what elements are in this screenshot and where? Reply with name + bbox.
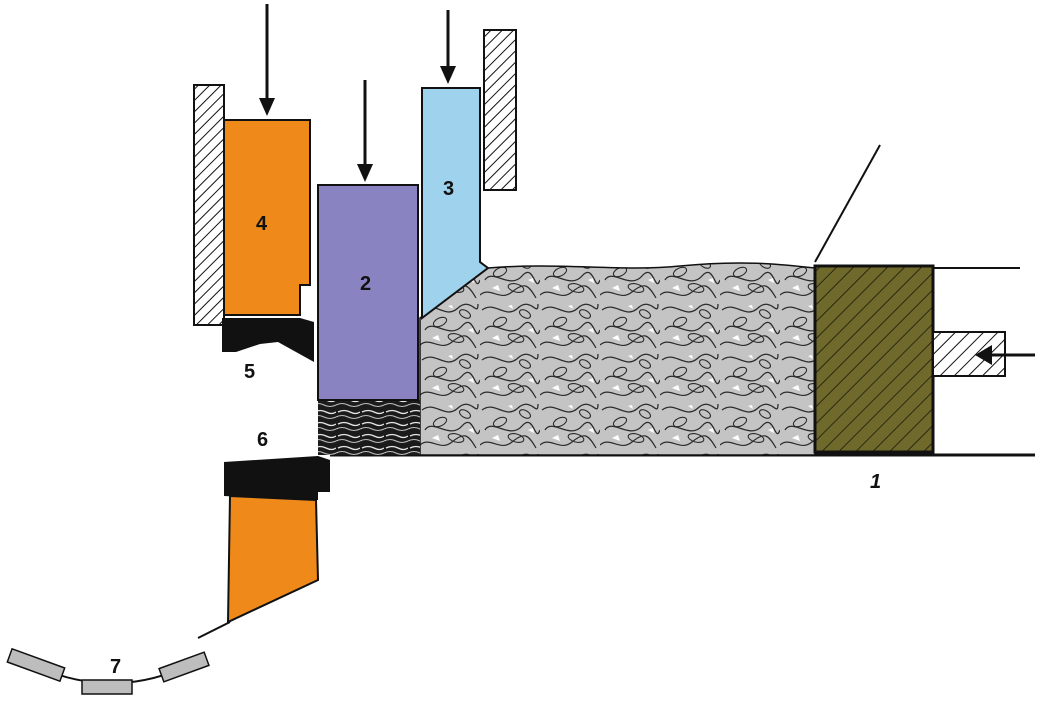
lower-ram [226,494,320,624]
part-2-press [317,184,419,401]
grate-plate-left [6,647,66,683]
arrow-down-4-head [259,98,275,116]
part-1-pusher-block [813,264,935,454]
label-5: 5 [244,361,255,383]
leader-line-1 [814,144,881,263]
label-7: 7 [110,656,121,678]
chute-line [197,621,231,639]
pusher-arrow-head [975,345,992,365]
part-3-wedge [421,87,490,321]
part-5-upper-blade [222,318,314,362]
label-4: 4 [256,213,268,235]
left-wall-hatched [193,84,225,326]
scrap-material [419,262,816,456]
label-3: 3 [443,178,454,200]
label-2: 2 [360,273,371,295]
grate-plate-middle [81,679,133,695]
compacted-material [318,400,420,455]
label-1: 1 [870,471,881,493]
arrow-down-2-head [357,164,373,182]
right-wall-hatched [483,29,517,191]
part-4-upper-ram [223,119,311,316]
arrow-down-3-head [440,66,456,84]
grate-plate-right [158,651,210,683]
label-6: 6 [257,429,268,451]
part-6-lower-blade [224,456,330,500]
